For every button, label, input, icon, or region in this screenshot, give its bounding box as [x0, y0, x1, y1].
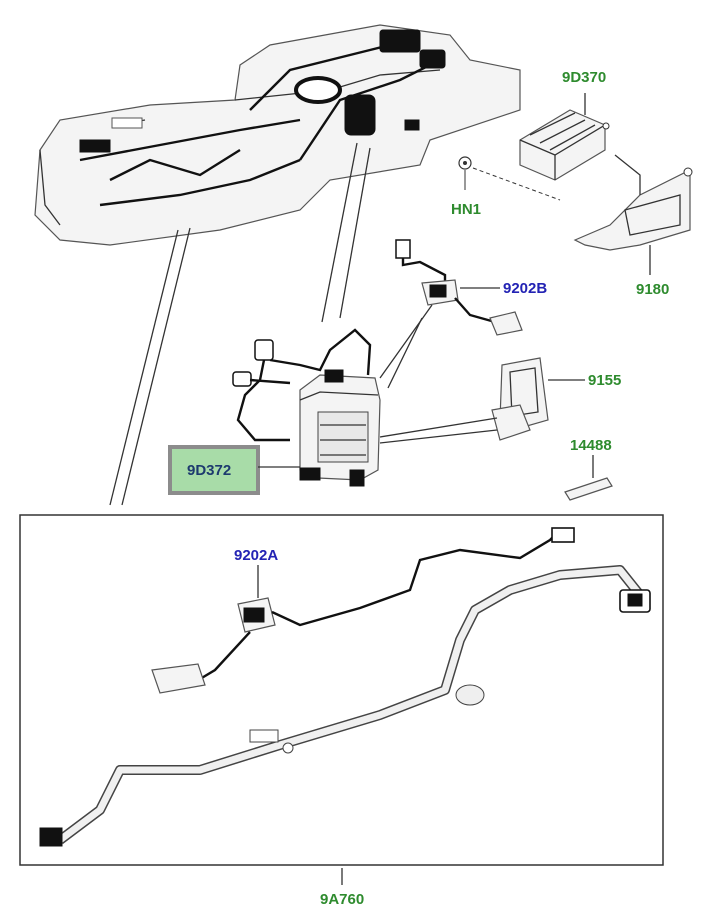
bracket-9180: [573, 154, 693, 251]
label-9A760[interactable]: 9A760: [320, 891, 364, 908]
seal-14488: [564, 477, 613, 501]
level-sender-9202B: [395, 239, 523, 336]
tank-pointer-lines: [109, 142, 371, 506]
connector-top: [551, 527, 575, 543]
pointer-9155-1: [379, 417, 498, 438]
level-sender-9202A: [151, 597, 276, 694]
inset-frame: [19, 514, 664, 866]
label-14488[interactable]: 14488: [570, 437, 612, 454]
highlight-box-9D372[interactable]: 9D372: [168, 445, 260, 495]
fuel-pump-module-9D372: [232, 328, 381, 487]
label-9180[interactable]: 9180: [636, 281, 669, 298]
cover-9155: [491, 357, 549, 441]
fuel-pump-control-module: [519, 109, 610, 181]
pointer-9202B-pump-1: [379, 304, 433, 379]
pointer-9202B-pump-2: [387, 317, 423, 389]
label-9155[interactable]: 9155: [588, 372, 621, 389]
dashed-fixing-line: [472, 167, 561, 201]
fuel-tank: [34, 24, 521, 246]
wiring-harness-9A760: [39, 565, 651, 847]
label-HN1[interactable]: HN1: [451, 201, 481, 218]
label-9D372[interactable]: 9D372: [187, 462, 231, 479]
sender-wire: [271, 529, 561, 627]
label-9202B[interactable]: 9202B: [503, 280, 547, 297]
pointer-9155-2: [379, 429, 498, 444]
label-9D370[interactable]: 9D370: [562, 69, 606, 86]
nut-HN1: [458, 156, 472, 190]
label-9202A[interactable]: 9202A: [234, 547, 278, 564]
